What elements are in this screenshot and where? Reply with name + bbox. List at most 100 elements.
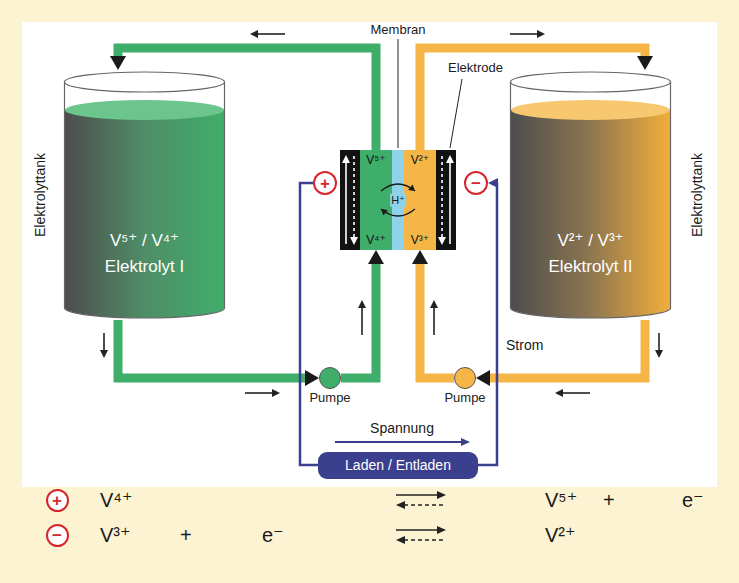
- circuit-wire: [300, 183, 318, 465]
- flow-arrow: [555, 389, 563, 397]
- electrode: [436, 150, 456, 250]
- electrolyte-label: V²⁺ / V³⁺: [557, 228, 623, 254]
- charge-control-box: Laden / Entladen: [318, 452, 478, 479]
- tank-rim: [511, 72, 671, 92]
- flow-arrow: [250, 30, 258, 38]
- electrolyte-pipe: [118, 320, 306, 378]
- flow-arrow: [430, 300, 438, 308]
- flow-arrow: [358, 300, 366, 308]
- tank-caption: Elektrolyttank: [32, 153, 48, 237]
- electrolyte-pipe: [476, 320, 645, 386]
- voltage-arrow: [461, 438, 470, 446]
- electrolyte-fill: [65, 110, 224, 318]
- reaction-arrow: [404, 539, 446, 541]
- pole-circle: +: [46, 489, 69, 512]
- electrolyte-pipe: [489, 320, 645, 378]
- diagram-panel: [22, 22, 717, 487]
- electrolyte-label: Elektrolyt II: [548, 254, 632, 280]
- flow-arrow: [345, 162, 347, 244]
- flow-arrow: [103, 333, 105, 352]
- equation-term: V⁴⁺: [100, 489, 133, 512]
- flow-arrow: [510, 33, 539, 35]
- equation-term: +: [180, 524, 192, 547]
- control-label: Laden / Entladen: [345, 457, 451, 474]
- equation-term: V³⁺: [100, 524, 131, 547]
- proton-arrow: [381, 209, 388, 216]
- flow-arrow: [361, 306, 363, 335]
- flow-arrow: [353, 156, 355, 238]
- equation-term: +: [603, 489, 615, 512]
- circuit-wire: [478, 178, 498, 465]
- pump-label: Pumpe: [309, 391, 350, 406]
- reaction-arrow: [396, 494, 438, 496]
- flow-arrow: [256, 33, 285, 35]
- circuit-wire: [300, 183, 318, 465]
- tank-shape: [508, 70, 673, 320]
- flow-arrow: [441, 156, 443, 238]
- reaction-arrow: [396, 501, 405, 509]
- electrolyte-tank: V²⁺ / V³⁺Elektrolyt II: [508, 70, 673, 320]
- flow-arrow: [433, 306, 435, 335]
- tank-shape: [62, 70, 227, 320]
- arrow-head: [637, 56, 653, 70]
- edge-label: Strom: [506, 337, 543, 353]
- flow-arrow: [655, 350, 663, 358]
- flow-arrow: [245, 392, 274, 394]
- flow-arrow: [658, 333, 660, 352]
- reaction-arrow: [437, 526, 446, 534]
- ion-label: V⁵⁺: [366, 153, 385, 167]
- pole-sign: −: [52, 527, 62, 544]
- electrolyte-fill: [511, 110, 670, 318]
- pole-sign: −: [471, 175, 481, 192]
- pole-circle: +: [313, 171, 337, 195]
- tank-wall: [511, 82, 671, 318]
- electrolyte-pipe: [412, 250, 454, 378]
- pole-sign: +: [320, 175, 330, 192]
- flow-arrow: [537, 30, 545, 38]
- equation-term: V⁵⁺: [545, 489, 577, 512]
- arrow-head: [305, 370, 319, 386]
- electrode: [340, 150, 360, 250]
- arrow-head: [412, 250, 428, 264]
- reaction-arrow: [396, 536, 405, 544]
- part-label: Elektrode: [448, 61, 503, 76]
- ion-label: V³⁺: [411, 233, 429, 247]
- ion-label: H⁺: [390, 194, 406, 207]
- proton-arrow: [408, 185, 415, 192]
- flow-arrow: [350, 237, 358, 245]
- voltage-label: Spannung: [370, 420, 434, 436]
- half-cell: V²⁺ V³⁺: [404, 150, 436, 250]
- pole-sign: +: [52, 492, 62, 509]
- electrolyte-pipe: [118, 320, 319, 386]
- arrow-head: [476, 370, 490, 386]
- electrolyte-pipe: [341, 250, 384, 378]
- part-label: Membran: [371, 23, 426, 38]
- ion-label: V⁴⁺: [366, 233, 386, 247]
- tank-caption: Elektrolyttank: [689, 153, 705, 237]
- leader-line: [450, 79, 462, 148]
- pump-symbol: Pumpe: [319, 367, 341, 389]
- flow-arrow: [446, 155, 454, 163]
- ion-label: V²⁺: [411, 153, 429, 167]
- equation-term: e⁻: [262, 524, 284, 547]
- proton-arrow: [381, 184, 415, 191]
- reaction-arrow: [404, 504, 446, 506]
- electrolyte-surface: [511, 100, 670, 120]
- arrow-head: [488, 178, 498, 188]
- electrolyte-pipe: [341, 263, 376, 378]
- flow-arrow: [272, 389, 280, 397]
- equation-term: V²⁺: [545, 524, 576, 547]
- electrolyte-pipe: [420, 263, 454, 378]
- proton-arrow: [381, 209, 415, 216]
- flow-arrow: [342, 155, 350, 163]
- tank-rim: [65, 72, 225, 92]
- pump-symbol: Pumpe: [454, 367, 476, 389]
- voltage-arrow: [335, 441, 462, 443]
- pole-circle: −: [464, 171, 488, 195]
- reaction-arrow: [396, 529, 438, 531]
- equation-term: e⁻: [682, 489, 704, 512]
- flow-arrow: [561, 392, 590, 394]
